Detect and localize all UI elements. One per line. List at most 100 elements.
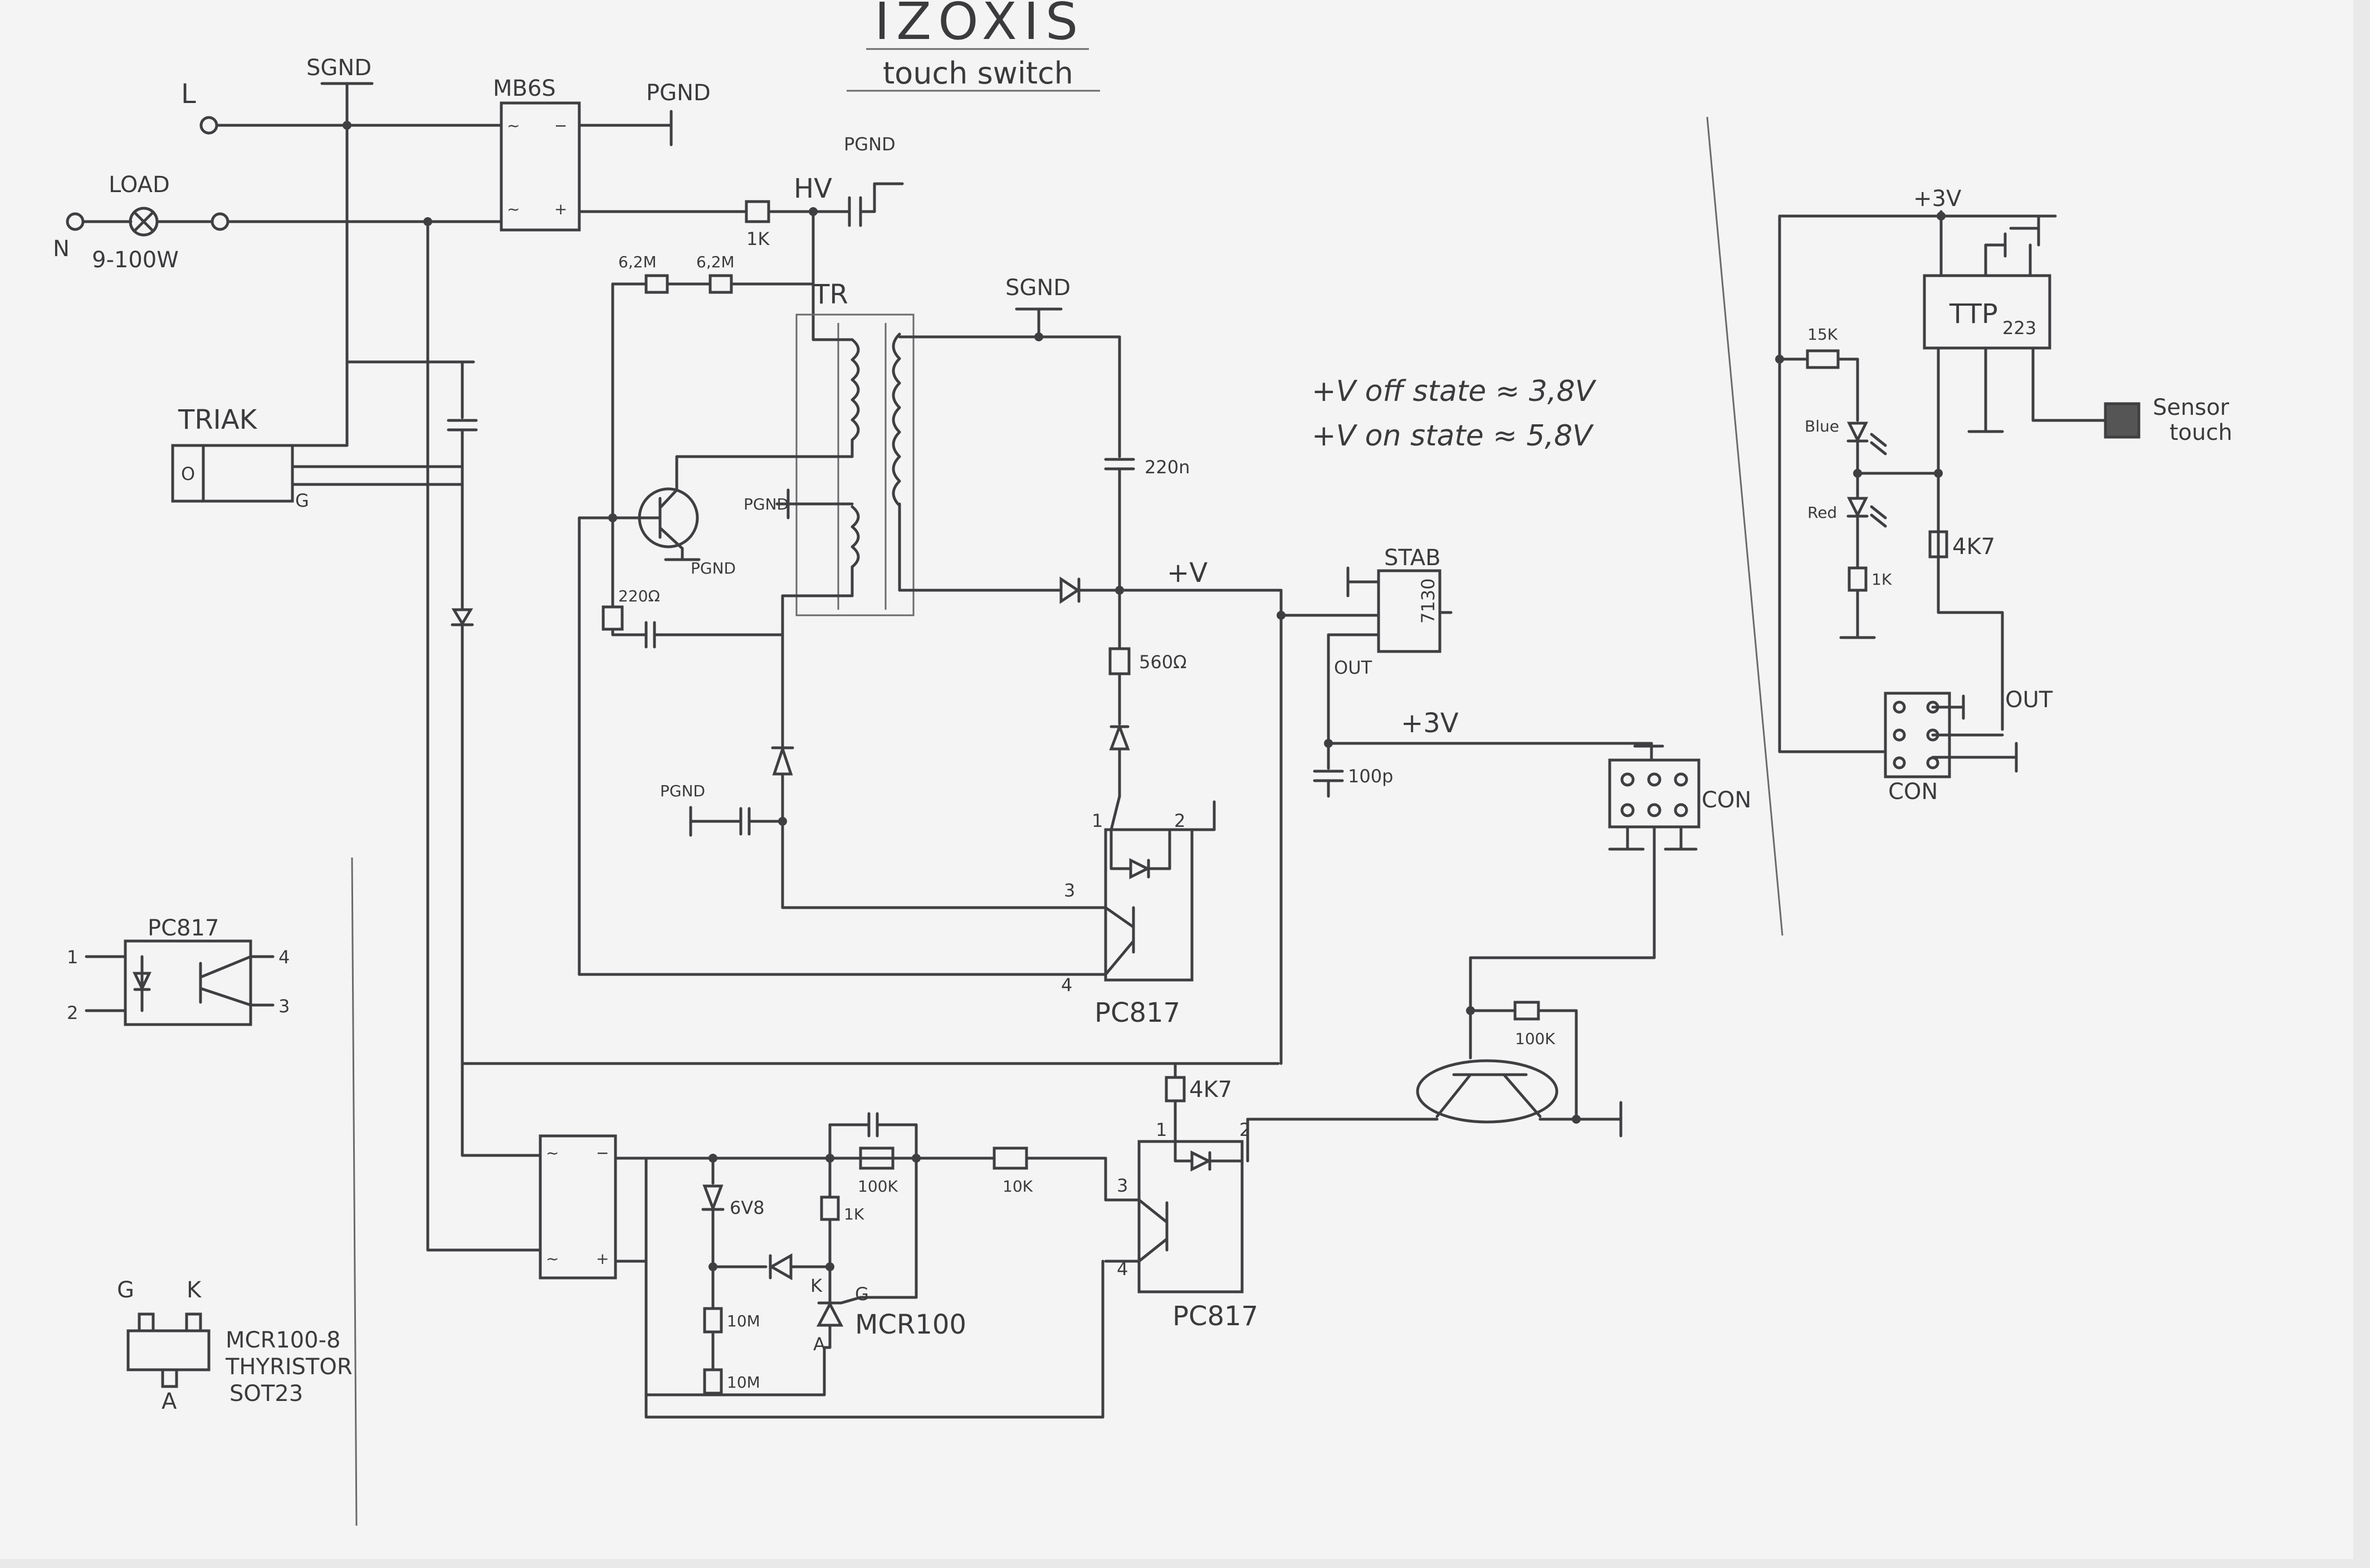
label-pgnd: PGND [646, 80, 711, 106]
label-sgnd: SGND [306, 55, 372, 81]
label-pgnd-cap: PGND [660, 782, 705, 800]
label-l: L [181, 79, 196, 110]
label-hv: HV [794, 173, 832, 204]
label-r-4k7: 4K7 [1189, 1077, 1232, 1102]
pc817-bot-pin4: 4 [1117, 1258, 1128, 1280]
label-r-10k: 10K [1003, 1177, 1033, 1195]
bridge-lower [539, 1134, 617, 1280]
label-pc817-legend: PC817 [148, 915, 219, 941]
label-pc817-bottom: PC817 [1172, 1301, 1258, 1332]
label-load: LOAD [109, 172, 170, 198]
label-r-1k: 1K [746, 228, 770, 249]
sensor-touch-pad [2104, 402, 2141, 439]
svg-text:−: − [596, 1144, 609, 1162]
label-tr: TR [813, 279, 848, 310]
legend-pin1: 1 [67, 947, 78, 968]
label-out: OUT [1334, 657, 1372, 678]
label-r-1k-scr: 1K [844, 1205, 864, 1223]
label-r-62m-a: 6,2M [618, 253, 657, 271]
pc817-legend-body [124, 939, 252, 1026]
note-on-state: +V on state ≈ 5,8V [1312, 419, 1594, 453]
label-r-220: 220Ω [618, 587, 660, 605]
ttp223-board: +3V TTP 223 Sensor touch 15K Blue [1775, 186, 2232, 805]
label-r-100k-top: 100K [1515, 1030, 1555, 1048]
diode-rectifier [1059, 576, 1081, 604]
label-pgnd-hv: PGND [844, 134, 896, 155]
driver-transistor [1416, 1059, 1558, 1124]
pc817-bottom-led [1190, 1150, 1212, 1172]
pc817-bottom-body [1137, 1140, 1244, 1293]
transformer-secondary [892, 332, 901, 507]
label-stab: STAB [1384, 545, 1441, 571]
label-ttp-plus3v: +3V [1913, 186, 1962, 212]
pc817-bot-pin1: 1 [1156, 1119, 1167, 1140]
voltage-notes: +V off state ≈ 3,8V +V on state ≈ 5,8V [1312, 375, 1597, 453]
pc817-legend-led [133, 972, 152, 992]
label-ttp-1k: 1K [1871, 570, 1892, 589]
note-off-state: +V off state ≈ 3,8V [1312, 375, 1597, 408]
label-triak: TRIAK [178, 404, 258, 435]
svg-text:−: − [554, 116, 567, 135]
label-scr-g: G [855, 1283, 869, 1305]
label-scr-a: A [813, 1334, 825, 1355]
pc817-top-pin3: 3 [1064, 880, 1075, 901]
pc817-top-pin4: 4 [1061, 974, 1072, 996]
label-triak-g: G [295, 490, 309, 511]
label-mb6s: MB6S [493, 76, 556, 101]
label-r-15k: 15K [1807, 325, 1838, 344]
legend-pin3: 3 [278, 996, 290, 1017]
regulator-section: STAB 7130 OUT +3V 100p [1277, 545, 1653, 1065]
label-plus-v: +V [1167, 557, 1208, 589]
legend-thy-l3: SOT23 [229, 1381, 303, 1407]
pc817-top-led [1129, 857, 1151, 880]
label-ttp-con: CON [1888, 779, 1938, 805]
label-ttp-out: OUT [2005, 687, 2053, 713]
label-pgnd-q: PGND [691, 559, 736, 577]
label-sensor1: Sensor [2153, 395, 2230, 420]
pc817-top-pin1: 1 [1092, 810, 1103, 831]
label-ttp-num: 223 [2002, 317, 2036, 339]
label-stab-part: 7130 [1418, 579, 1439, 624]
led-red [1846, 497, 1869, 518]
label-ttp-4k7: 4K7 [1952, 534, 1995, 560]
svg-text:~: ~ [507, 116, 520, 135]
thyristor-section: ~ − ~ + 6V8 10M 10M [539, 1112, 1118, 1419]
label-c-100p: 100p [1348, 766, 1393, 787]
zener-6v8 [702, 1184, 724, 1213]
label-scr-k: K [810, 1275, 823, 1296]
bridge-mb6s [500, 101, 581, 232]
label-sensor2: touch [2169, 420, 2232, 445]
label-red: Red [1807, 503, 1837, 522]
svg-text:~: ~ [546, 1144, 559, 1162]
paper-fold-right [1706, 116, 1783, 936]
label-z-6v8: 6V8 [730, 1197, 765, 1218]
label-r-10m-a: 10M [727, 1312, 760, 1330]
label-r-560: 560Ω [1139, 651, 1187, 673]
pc817-top-body [1104, 828, 1194, 982]
triac-tab [171, 444, 205, 503]
legend-pin4: 4 [278, 947, 290, 968]
paper-fold-left [351, 857, 358, 1526]
legend-thy-a: A [162, 1389, 177, 1414]
label-r-10m-b: 10M [727, 1373, 760, 1391]
flyback-section: 6,2M 6,2M TR PGND PGND [578, 210, 1283, 976]
subtitle: touch switch [883, 56, 1073, 91]
legend-thy-l1: MCR100-8 [226, 1327, 340, 1353]
legend-thy-l2: THYRISTOR [225, 1354, 353, 1380]
label-mcr100: MCR100 [855, 1309, 966, 1340]
driver-transistor-section: 100K [1246, 1001, 1623, 1138]
thyristor-pinout-legend: G K A MCR100-8 THYRISTOR SOT23 [117, 1277, 353, 1414]
label-pc817-top: PC817 [1094, 997, 1180, 1028]
pc817-pinout-legend: PC817 1 2 4 3 [67, 915, 290, 1026]
mains-input-section: L SGND N LOAD 9-100W MB6S ~ − ~ + PGND 1… [53, 55, 904, 1252]
svg-text:~: ~ [546, 1250, 559, 1268]
led-blue [1846, 422, 1869, 443]
label-r-62m-b: 6,2M [696, 253, 735, 271]
svg-text:O: O [181, 463, 195, 484]
pc817-top-pin2: 2 [1174, 810, 1185, 831]
label-plus-3v: +3V [1401, 708, 1459, 739]
optocoupler-bottom: 4K7 1 2 3 4 PC817 [1104, 1062, 1258, 1332]
triac-section: TRIAK O G [171, 344, 1280, 1157]
